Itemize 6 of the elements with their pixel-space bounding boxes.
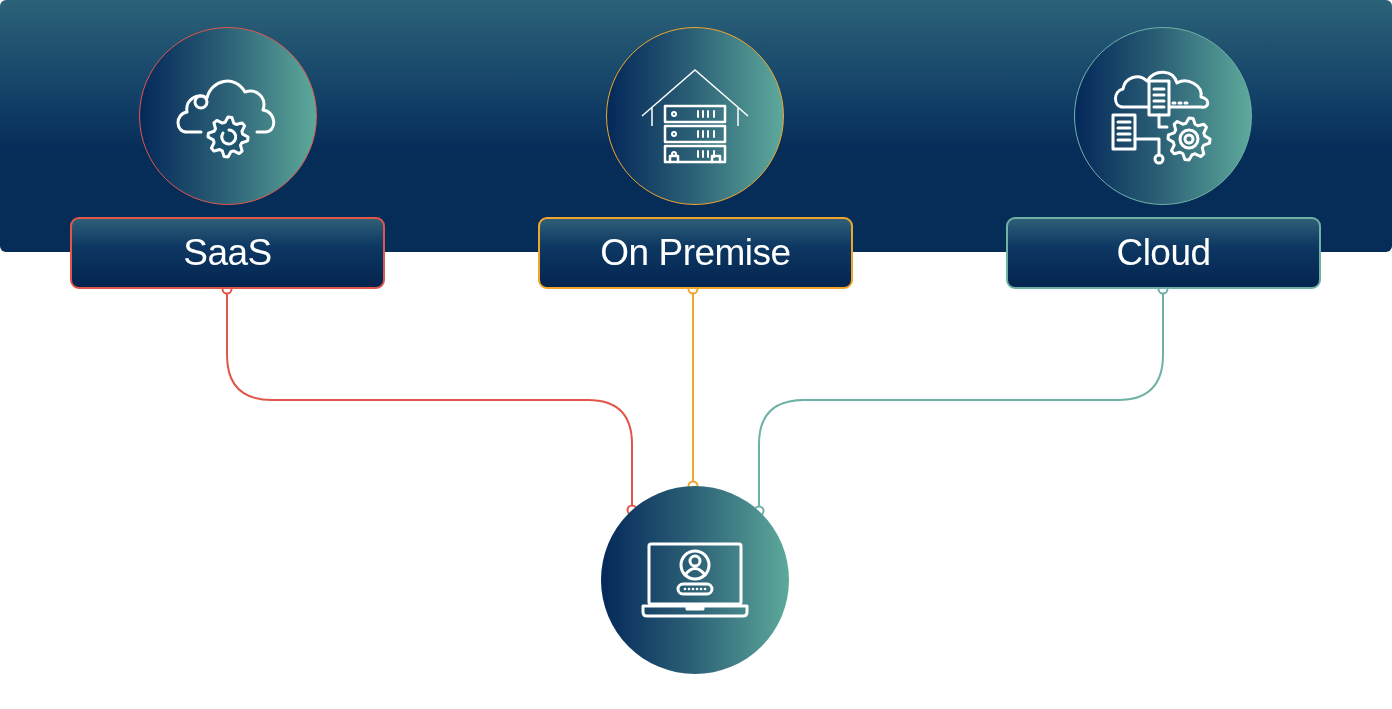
label-box: [538, 217, 853, 289]
node-label: On Premise: [600, 232, 791, 274]
label-box: [70, 217, 385, 289]
node-label: Cloud: [1116, 232, 1211, 274]
node-label: SaaS: [183, 232, 272, 274]
label-box: [1006, 217, 1321, 289]
